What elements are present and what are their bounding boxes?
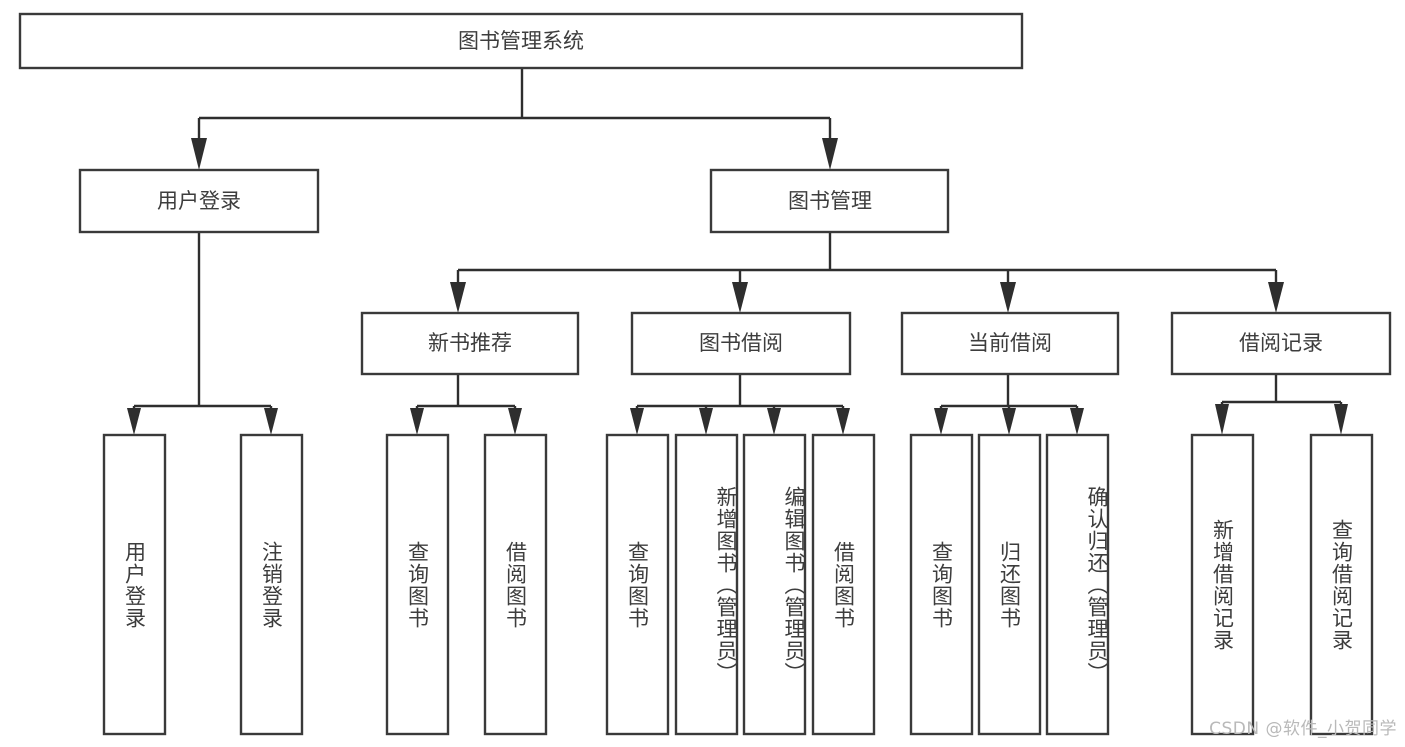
node-new-book-recommend-label: 新书推荐 (428, 331, 512, 355)
node-leaf-return-book[interactable] (977, 433, 1042, 736)
node-leaf-query-book-1[interactable] (385, 433, 450, 736)
node-borrow-record-label: 借阅记录 (1239, 331, 1323, 355)
node-leaf-query-book-2[interactable] (605, 433, 670, 736)
node-layer: 图书管理系统 用户登录 图书管理 新书推荐 图书借阅 当前借阅 借阅记录 (18, 12, 1392, 736)
arrow-current-borrow (1000, 282, 1016, 313)
node-user-login-label: 用户登录 (157, 189, 241, 213)
node-user-login[interactable] (78, 168, 320, 234)
node-leaf-query-book-3[interactable] (909, 433, 974, 736)
node-book-management-label: 图书管理 (788, 189, 872, 213)
arrow-leaf-borrow-book-2 (836, 408, 850, 435)
arrow-leaf-return-book (1002, 408, 1016, 435)
arrow-leaf-add-book (699, 408, 713, 435)
node-borrow-record[interactable] (1170, 311, 1392, 376)
node-book-borrow-label: 图书借阅 (699, 331, 783, 355)
csdn-watermark: CSDN @软件_小贺同学 (1209, 719, 1397, 739)
node-leaf-query-borrow-record[interactable] (1309, 433, 1374, 736)
node-leaf-logout-login[interactable] (239, 433, 304, 736)
node-root[interactable] (18, 12, 1024, 70)
node-root-label: 图书管理系统 (458, 29, 584, 53)
arrow-leaf-edit-book (767, 408, 781, 435)
arrow-leaf-confirm-return (1070, 408, 1084, 435)
arrow-book-management (822, 138, 838, 170)
arrow-leaf-query-borrow-record (1334, 404, 1348, 435)
node-book-management[interactable] (709, 168, 950, 234)
arrow-leaf-logout-login (264, 408, 278, 435)
node-leaf-borrow-book-2[interactable] (811, 433, 876, 736)
node-current-borrow-label: 当前借阅 (968, 331, 1052, 355)
connector-layer (127, 68, 1348, 435)
arrow-leaf-query-book-3 (934, 408, 948, 435)
node-book-borrow[interactable] (630, 311, 852, 376)
node-leaf-edit-book[interactable] (742, 433, 807, 736)
node-leaf-add-book[interactable] (674, 433, 739, 736)
node-leaf-add-borrow-record[interactable] (1190, 433, 1255, 736)
arrow-user-login (191, 138, 207, 170)
arrow-leaf-query-book-1 (410, 408, 424, 435)
arrow-leaf-borrow-book-1 (508, 408, 522, 435)
arrow-borrow-record (1268, 282, 1284, 313)
node-leaf-user-login[interactable] (102, 433, 167, 736)
arrow-book-borrow (732, 282, 748, 313)
node-leaf-confirm-return[interactable] (1045, 433, 1110, 736)
arrow-leaf-user-login (127, 408, 141, 435)
node-current-borrow[interactable] (900, 311, 1120, 376)
arrow-leaf-query-book-2 (630, 408, 644, 435)
node-new-book-recommend[interactable] (360, 311, 580, 376)
node-leaf-borrow-book-1[interactable] (483, 433, 548, 736)
arrow-new-book-recommend (450, 282, 466, 313)
arrow-leaf-add-borrow-record (1215, 404, 1229, 435)
